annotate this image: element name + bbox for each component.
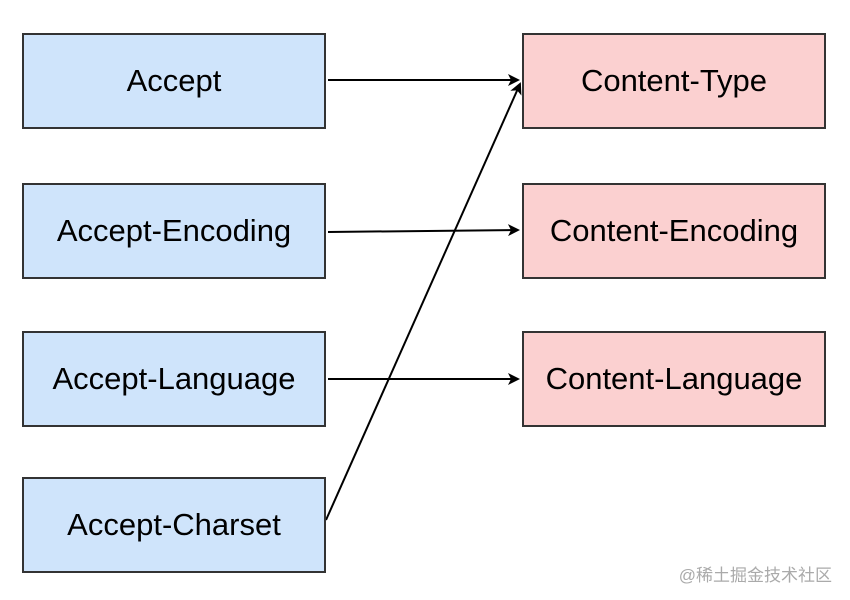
request-header-accept: Accept [22, 33, 326, 129]
request-header-accept-charset: Accept-Charset [22, 477, 326, 573]
request-header-accept-encoding: Accept-Encoding [22, 183, 326, 279]
arrow-accept-charset-to-content-type [325, 82, 522, 521]
response-header-label: Content-Language [545, 361, 803, 396]
request-header-label: Accept-Charset [67, 507, 281, 542]
response-header-label: Content-Encoding [549, 213, 799, 248]
request-header-accept-language: Accept-Language [22, 331, 326, 427]
response-header-content-encoding: Content-Encoding [522, 183, 826, 279]
watermark: @稀土掘金技术社区 [678, 566, 832, 585]
response-header-content-language: Content-Language [522, 331, 826, 427]
response-header-label: Content-Type [580, 63, 768, 98]
request-header-label: Accept-Encoding [56, 213, 292, 248]
response-header-content-type: Content-Type [522, 33, 826, 129]
request-header-label: Accept [126, 63, 222, 98]
arrow-accept-encoding-to-content-encoding [327, 224, 520, 237]
request-header-label: Accept-Language [52, 361, 296, 396]
